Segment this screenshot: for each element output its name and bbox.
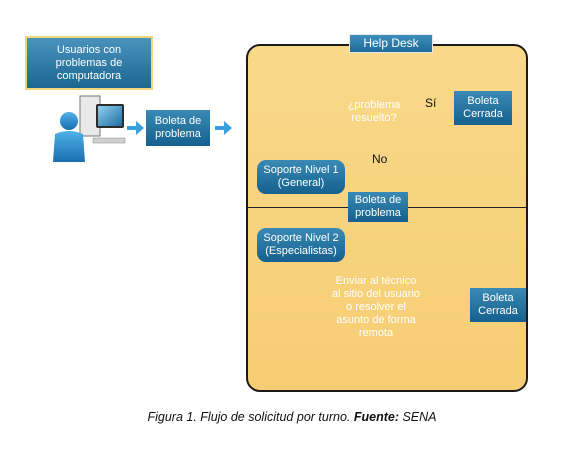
- ticket-box-mid-label: Boleta de problema: [354, 194, 402, 219]
- support-level-1-box: Soporte Nivel 1 (General): [257, 160, 345, 194]
- closed-ticket-1: Boleta Cerrada: [454, 91, 512, 125]
- users-box-label: Usuarios con problemas de computadora: [55, 43, 123, 82]
- no-label: No: [372, 152, 388, 166]
- decision-1-label: ¿problema resuelto?: [347, 99, 401, 124]
- helpdesk-title-label: Help Desk: [363, 36, 419, 50]
- figure-caption: Figura 1. Flujo de solicitud por turno. …: [0, 410, 584, 424]
- closed-ticket-2-label: Boleta Cerrada: [478, 292, 518, 317]
- ticket-box-left-label: Boleta de problema: [154, 115, 202, 140]
- ticket-box-left: Boleta de problema: [146, 110, 210, 146]
- arrow-icon: [215, 121, 232, 135]
- support-level-1-label: Soporte Nivel 1 (General): [263, 164, 339, 189]
- closed-ticket-2: Boleta Cerrada: [470, 288, 526, 322]
- user-computer-icon-left: [53, 95, 126, 162]
- helpdesk-title: Help Desk: [349, 34, 433, 53]
- users-box: Usuarios con problemas de computadora: [25, 36, 153, 90]
- decision-2-text: Enviar al técnico al sitio del usuario o…: [330, 262, 422, 352]
- caption-source-label: Fuente:: [353, 410, 399, 424]
- caption-source: SENA: [398, 410, 437, 424]
- decision-1-text: ¿problema resuelto?: [338, 96, 410, 128]
- arrow-icon: [127, 121, 144, 135]
- caption-prefix: Figura 1. Flujo de solicitud por turno.: [147, 410, 354, 424]
- closed-ticket-1-label: Boleta Cerrada: [463, 95, 503, 120]
- yes-label: Sí: [425, 96, 437, 110]
- support-level-2-box: Soporte Nivel 2 (Especialistas): [257, 228, 345, 262]
- ticket-box-mid: Boleta de problema: [348, 192, 408, 222]
- support-level-2-label: Soporte Nivel 2 (Especialistas): [263, 232, 339, 257]
- decision-2-label: Enviar al técnico al sitio del usuario o…: [331, 274, 421, 339]
